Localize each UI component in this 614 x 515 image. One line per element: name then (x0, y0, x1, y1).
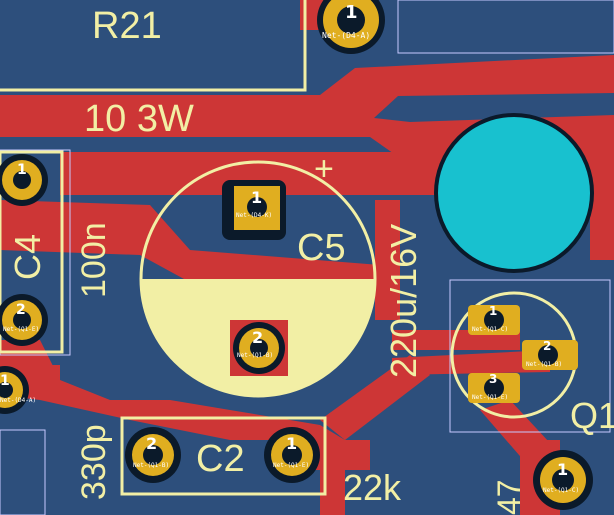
pad-c4-1-pin-label: 1 (17, 162, 27, 178)
pad-bottom-right-pin-label: 1 (557, 460, 568, 479)
pad-c5-2-net-label: Net-(Q1-B) (237, 352, 273, 359)
pad-c5-2-pin-label: 2 (252, 328, 263, 347)
pad-c2-1-net-label: Net-(Q1-E) (273, 462, 309, 469)
pad-d4-a[interactable]: 1 Net-(D4-A) (317, 0, 385, 54)
pad-c4-2-net-label: Net-(Q1-E) (3, 326, 39, 333)
c2-outline (120, 416, 327, 496)
pad-q1-3-net-label: Net-(Q1-E) (472, 394, 508, 401)
pad-c2-1-pin-label: 1 (286, 434, 297, 453)
c5-polarity-mark: + (314, 150, 334, 188)
pad-c5-2[interactable]: 2 Net-(Q1-B) (230, 320, 288, 376)
q1-reference: Q1 (570, 395, 614, 436)
pad-q1-1[interactable]: 1 Net-(Q1-C) (468, 304, 520, 335)
pad-q1-1-pin-label: 1 (489, 304, 497, 318)
pad-q1-1-net-label: Net-(Q1-C) (472, 326, 508, 333)
c4-reference: C4 (7, 234, 48, 280)
resistor-22k-value: 22k (343, 467, 402, 508)
pad-q1-3[interactable]: 3 Net-(Q1-E) (468, 372, 520, 403)
pad-q1-2-net-label: Net-(Q1-B) (526, 361, 562, 368)
pad-left-net-label: Net-(D4-A) (0, 397, 36, 404)
c2-reference: C2 (196, 438, 245, 480)
pad-c5-1-net-label: Net-(D4-K) (236, 212, 272, 219)
pad-left-d4[interactable]: 1 Net-(D4-A) (0, 366, 36, 414)
pad-left-pin-label: 1 (0, 373, 10, 389)
pad-c2-2-pin-label: 2 (146, 434, 157, 453)
pad-c5-1-pin-label: 1 (251, 188, 262, 207)
pad-q1-2[interactable]: 2 Net-(Q1-B) (522, 339, 578, 370)
pad-c2-2[interactable]: 2 Net-(Q1-B) (125, 427, 181, 483)
partial-value-label: 47 (491, 479, 527, 515)
pad-q1-2-pin-label: 2 (543, 339, 551, 353)
pad-c4-2-pin-label: 2 (16, 302, 26, 318)
c5-reference: C5 (297, 227, 346, 269)
mounting-hole[interactable] (434, 113, 594, 273)
r21-value: 10 3W (84, 98, 194, 140)
pad-c4-2[interactable]: 2 Net-(Q1-E) (0, 294, 48, 346)
pad-bottom-right[interactable]: 1 Net-(Q1-C) (533, 450, 593, 510)
pad-c2-2-net-label: Net-(Q1-B) (133, 462, 169, 469)
pad-bottom-right-net-label: Net-(Q1-C) (543, 487, 579, 494)
pad-c4-1[interactable]: 1 (0, 154, 48, 206)
pad-q1-3-pin-label: 3 (489, 372, 497, 386)
c4-outline (0, 150, 64, 354)
pad-d4-pin-label: 1 (345, 2, 358, 23)
c4-value: 100n (75, 222, 113, 298)
pad-c5-1[interactable]: 1 Net-(D4-K) (222, 180, 286, 240)
c2-value: 330p (75, 424, 113, 500)
c5-value: 220u/16V (383, 224, 424, 378)
r21-reference: R21 (92, 5, 162, 47)
pad-d4-net-label: Net-(D4-A) (322, 31, 370, 40)
pad-c2-1[interactable]: 1 Net-(Q1-E) (264, 427, 320, 483)
c5-outline (139, 160, 377, 398)
r21-outline (0, 0, 307, 92)
